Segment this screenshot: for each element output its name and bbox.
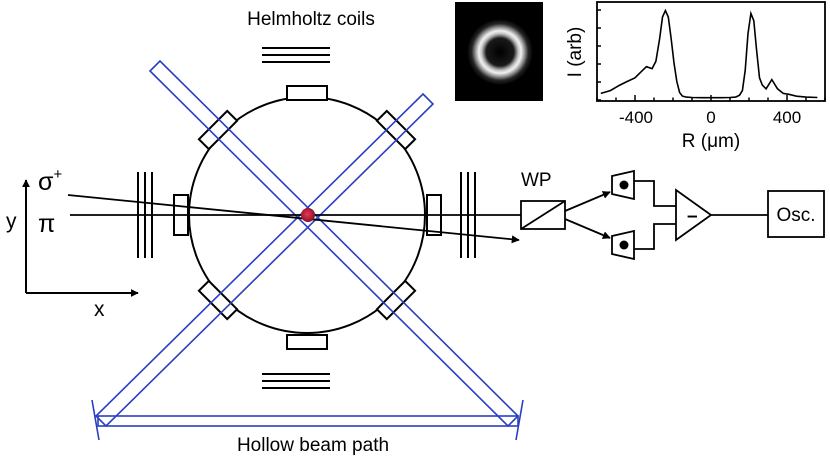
photodetector-bottom	[611, 229, 635, 261]
sigma-plus-label: σ+	[38, 166, 62, 196]
helmholtz-coil-top	[262, 47, 330, 63]
differential-amplifier	[675, 188, 713, 242]
pi-label: π	[38, 210, 55, 238]
viewport-bottom	[286, 334, 328, 350]
viewport-lower-right	[375, 279, 417, 321]
hollow-beam-label: Hollow beam path	[237, 435, 389, 456]
intensity-profile-chart: I (arb) -400 0 400 R (μm)	[565, 1, 826, 152]
helmholtz-coils-label: Helmholtz coils	[247, 9, 375, 30]
hollow-beam-arm-bottom	[97, 415, 519, 427]
helmholtz-coil-bottom	[262, 373, 330, 389]
axis-label-x: x	[94, 298, 105, 321]
oscilloscope-box	[767, 190, 825, 238]
wp-label: WP	[521, 170, 552, 191]
atom-cloud	[301, 208, 315, 222]
beam-profile-image	[455, 2, 543, 101]
probe-beams	[67, 194, 521, 244]
oscilloscope-label: Osc.	[776, 205, 815, 226]
wollaston-prism	[520, 200, 566, 230]
detector-wires	[634, 180, 768, 250]
viewport-lower-left	[197, 279, 239, 321]
hollow-beam-dimension-marks	[91, 399, 524, 441]
chart-frame	[596, 1, 826, 102]
hollow-beam-path	[94, 59, 520, 428]
viewport-upper-left	[197, 109, 239, 151]
viewport-top	[286, 85, 328, 101]
axis-label-y: y	[6, 210, 17, 233]
sigma-beam	[67, 194, 520, 244]
chart-ylabel: I (arb)	[565, 27, 586, 78]
chart-xtick-label-0: 0	[706, 108, 715, 127]
chart-ticks	[596, 9, 826, 101]
chart-xtick-label-neg400: -400	[619, 108, 653, 127]
subtract-sign: –	[687, 206, 698, 227]
chart-series-line	[600, 8, 818, 99]
chart-xlabel: R (μm)	[682, 131, 740, 152]
coordinate-axes	[22, 179, 139, 297]
viewport-upper-right	[375, 109, 417, 151]
split-beams	[564, 191, 611, 239]
chart-xtick-label-400: 400	[773, 108, 801, 127]
photodetector-top	[611, 169, 635, 201]
